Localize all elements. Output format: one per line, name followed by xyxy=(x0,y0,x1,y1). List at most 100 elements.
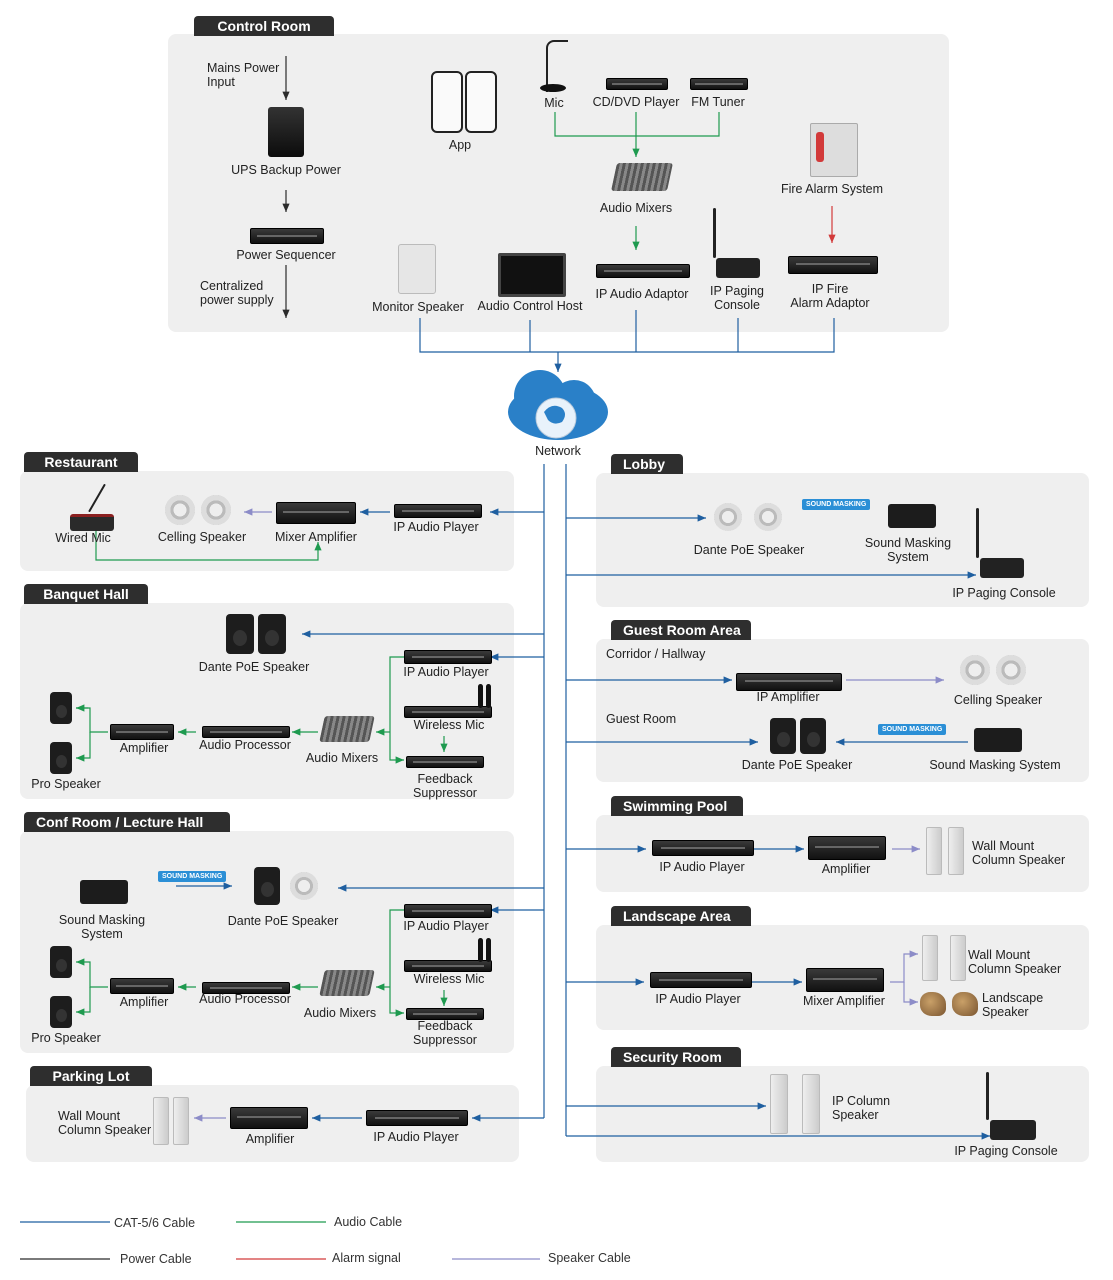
amplifier-label: Amplifier xyxy=(245,1132,295,1146)
audio-mixers-label: Audio Mixers xyxy=(599,201,673,215)
amplifier-device xyxy=(808,836,886,860)
audio-mixer-device xyxy=(611,163,673,191)
monitor-speaker-label: Monitor Speaker xyxy=(372,300,464,314)
wireless-mic-device xyxy=(404,960,492,972)
audio-mixer-device xyxy=(319,716,375,742)
amplifier-label: Amplifier xyxy=(119,995,169,1009)
dante-ceiling-icon xyxy=(754,503,782,531)
mains-power-label: Mains Power Input xyxy=(207,61,280,89)
ceiling-speaker-icon xyxy=(201,495,231,525)
ip-player-label: IP Audio Player xyxy=(655,992,741,1006)
fire-handset xyxy=(816,132,824,162)
paging-console-label: IP Paging Console xyxy=(954,1144,1058,1158)
ip-audio-adaptor-label: IP Audio Adaptor xyxy=(595,287,689,301)
guest-room-label: Guest Room xyxy=(606,712,677,726)
wall-column-label: Wall Mount Column Speaker xyxy=(968,948,1062,976)
guest-tab: Guest Room Area xyxy=(611,620,751,640)
cloud-network-icon xyxy=(508,370,608,440)
mixer-amp-device xyxy=(276,502,356,524)
handheld-mic-icon xyxy=(478,938,483,962)
column-speaker-icon xyxy=(948,827,964,875)
paging-console-device xyxy=(980,558,1024,578)
audio-processor-label: Audio Processor xyxy=(199,992,291,1006)
corridor-label: Corridor / Hallway xyxy=(606,647,706,661)
feedback-device xyxy=(406,756,484,768)
paging-gooseneck xyxy=(976,508,979,558)
ip-player-device xyxy=(650,972,752,988)
app-label: App xyxy=(448,138,472,152)
monitor-speaker-device xyxy=(398,244,436,294)
handheld-mic-icon xyxy=(486,684,491,708)
network-label: Network xyxy=(535,444,581,458)
ceiling-speaker-icon xyxy=(165,495,195,525)
mic-device xyxy=(546,40,568,92)
wireless-mic-label: Wireless Mic xyxy=(413,718,485,732)
lobby-panel xyxy=(596,473,1089,607)
centralized-power-label: Centralized power supply xyxy=(200,279,274,307)
pro-speaker-label: Pro Speaker xyxy=(31,777,101,791)
security-panel xyxy=(596,1066,1089,1162)
ups-label: UPS Backup Power xyxy=(231,163,341,177)
wired-mic-device xyxy=(70,514,114,531)
amplifier-label: Amplifier xyxy=(821,862,871,876)
dante-speaker-icon xyxy=(258,614,286,654)
ip-player-label: IP Audio Player xyxy=(373,1130,459,1144)
audio-mixers-label: Audio Mixers xyxy=(305,751,379,765)
audio-host-label: Audio Control Host xyxy=(477,299,583,313)
sound-masking-tag: SOUND MASKING xyxy=(802,499,871,510)
paging-gooseneck xyxy=(713,208,716,258)
sound-masking-device xyxy=(974,728,1022,752)
pool-tab: Swimming Pool xyxy=(611,796,743,816)
ip-player-label: IP Audio Player xyxy=(393,520,479,534)
fm-tuner-device xyxy=(690,78,748,90)
wall-column-label: Wall Mount Column Speaker xyxy=(972,839,1066,867)
wired-mic-label: Wired Mic xyxy=(55,531,111,545)
column-speaker-icon xyxy=(802,1074,820,1134)
feedback-device xyxy=(406,1008,484,1020)
feedback-label: Feedback Suppressor xyxy=(413,772,477,800)
rock-speaker-icon xyxy=(920,992,946,1016)
ip-player-device xyxy=(404,904,492,918)
paging-console-label: IP Paging Console xyxy=(710,284,764,312)
paging-console-device xyxy=(716,258,760,278)
phone-icon xyxy=(465,71,497,133)
wall-column-label: Wall Mount Column Speaker xyxy=(58,1109,152,1137)
ceiling-speaker-label: Celling Speaker xyxy=(953,693,1043,707)
sound-masking-device xyxy=(80,880,128,904)
column-speaker-icon xyxy=(922,935,938,981)
audio-processor-device xyxy=(202,726,290,738)
column-speaker-icon xyxy=(770,1074,788,1134)
pro-speaker-label: Pro Speaker xyxy=(31,1031,101,1045)
dante-ceiling-icon xyxy=(714,503,742,531)
mixer-amp-device xyxy=(806,968,884,992)
sound-masking-label: Sound Masking System xyxy=(929,758,1061,772)
audio-mixers-label: Audio Mixers xyxy=(303,1006,377,1020)
phone-icon xyxy=(431,71,463,133)
ip-amplifier-label: IP Amplifier xyxy=(756,690,820,704)
cd-dvd-device xyxy=(606,78,668,90)
ip-audio-adaptor-device xyxy=(596,264,690,278)
fire-adaptor-device xyxy=(788,256,878,274)
banquet-tab: Banquet Hall xyxy=(24,584,148,604)
pro-speaker-icon xyxy=(50,946,72,978)
legend-audio: Audio Cable xyxy=(334,1215,403,1229)
ups-device xyxy=(268,107,304,157)
paging-console-label: IP Paging Console xyxy=(952,586,1056,600)
pro-speaker-icon xyxy=(50,996,72,1028)
handheld-mic-icon xyxy=(478,684,483,708)
landscape-speaker-label: Landscape Speaker xyxy=(982,991,1044,1019)
wireless-mic-device xyxy=(404,706,492,718)
conf-tab: Conf Room / Lecture Hall xyxy=(24,812,230,832)
ip-player-device xyxy=(394,504,482,518)
mixer-amp-label: Mixer Amplifier xyxy=(803,994,885,1008)
sound-masking-label: Sound Masking System xyxy=(58,913,146,941)
restaurant-tab: Restaurant xyxy=(24,452,138,472)
cd-dvd-label: CD/DVD Player xyxy=(592,95,680,109)
paging-console-device xyxy=(990,1120,1036,1140)
ip-player-device xyxy=(652,840,754,856)
dante-speaker-label: Dante PoE Speaker xyxy=(227,914,339,928)
handheld-mic-icon xyxy=(486,938,491,962)
mic-base xyxy=(540,84,566,92)
column-speaker-icon xyxy=(950,935,966,981)
